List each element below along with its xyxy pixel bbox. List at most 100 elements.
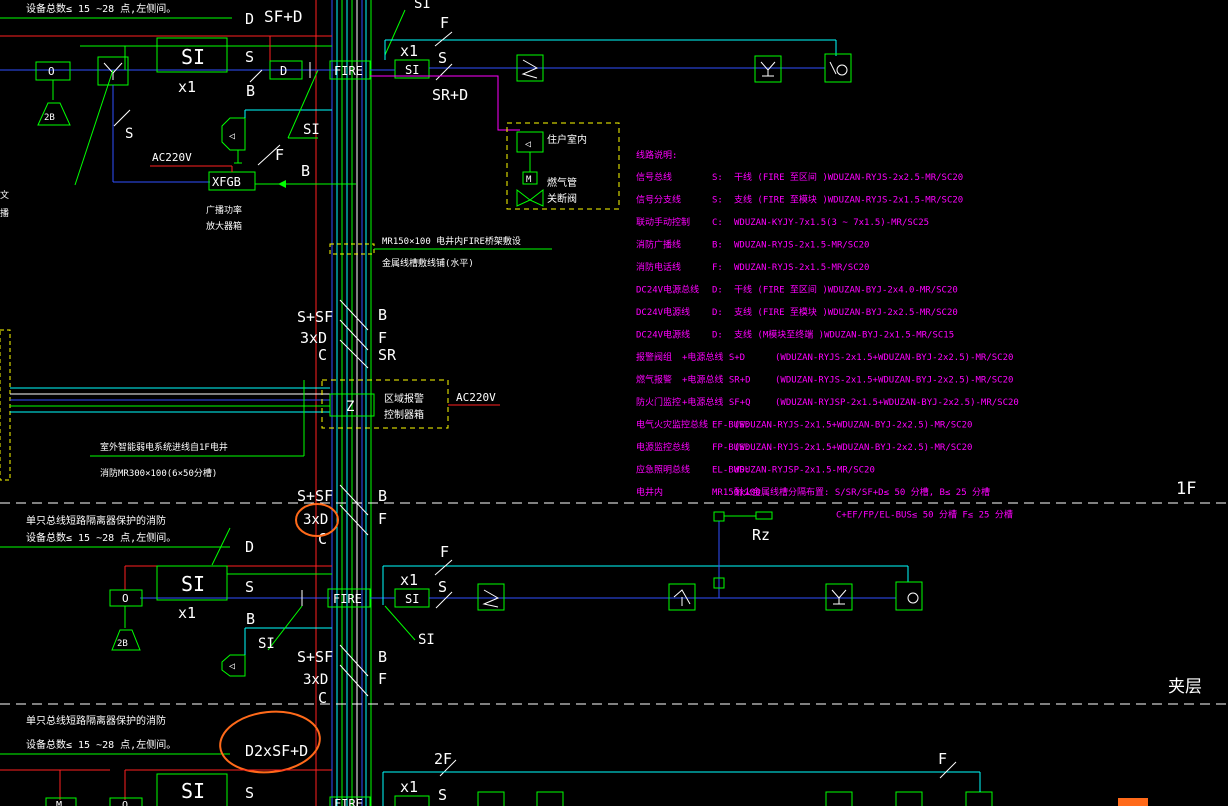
legend-row-code: S: xyxy=(712,173,723,183)
legend-row-desc: (WDUZAN-RYJS-2x1.5+WDUZAN-BYJ-2x2.5)-MR/… xyxy=(734,443,972,453)
legend-row-desc: WDUZAN-RYJS-2x1.5-MR/SC20 xyxy=(734,263,869,273)
legend-row: 消防电话线 F: WDUZAN-RYJS-2x1.5-MR/SC20 xyxy=(636,261,869,273)
svg-text:S: S xyxy=(125,126,133,142)
svg-text:住户室内: 住户室内 xyxy=(547,133,587,146)
legend-row: DC24V电源线 D: 支线 (M模块至终端 )WDUZAN-BYJ-2x1.5-M… xyxy=(636,329,954,341)
svg-text:Z: Z xyxy=(346,399,354,415)
svg-text:FIRE: FIRE xyxy=(334,797,363,806)
legend-row: 燃气报警+电源总线 SR+D(WDUZAN-RYJS-2x1.5+WDUZAN-… xyxy=(636,374,1013,386)
legend-row-name: 电气火灾监控总线 xyxy=(636,419,708,431)
svg-text:2F: 2F xyxy=(434,750,452,768)
svg-text:x1: x1 xyxy=(400,571,418,589)
svg-text:S+SF: S+SF xyxy=(297,308,333,326)
svg-text:F: F xyxy=(440,543,449,561)
svg-text:设备总数≤ 15 ~28 点,左侧间。: 设备总数≤ 15 ~28 点,左侧间。 xyxy=(26,738,176,751)
si-isolator-big xyxy=(156,37,228,73)
legend-row-desc: 干线 (FIRE 至区间 )WDUZAN-RYJS-2x2.5-MR/SC20 xyxy=(734,171,963,183)
legend-row: 报警阀组+电源总线 S+D(WDUZAN-RYJS-2x1.5+WDUZAN-B… xyxy=(636,351,1013,363)
svg-text:F: F xyxy=(275,146,284,164)
svg-text:SI: SI xyxy=(405,592,419,606)
legend-row-name: 信号分支线 xyxy=(636,194,681,206)
svg-text:单只总线短路隔离器保护的消防: 单只总线短路隔离器保护的消防 xyxy=(26,714,166,727)
svg-text:单只总线短路隔离器保护的消防: 单只总线短路隔离器保护的消防 xyxy=(26,514,166,527)
svg-text:D: D xyxy=(245,538,254,556)
legend-row-name: DC24V电源线 xyxy=(636,329,690,341)
svg-text:F: F xyxy=(378,510,387,528)
svg-text:C: C xyxy=(318,346,327,364)
legend-row-desc: WDUZAN-RYJSP-2x1.5-MR/SC20 xyxy=(734,466,875,476)
svg-text:F: F xyxy=(440,14,449,32)
legend-row-name: 消防电话线 xyxy=(636,261,681,273)
svg-text:SI: SI xyxy=(303,122,320,138)
legend-row-code: +电源总线 SF+Q xyxy=(682,396,751,408)
svg-text:室外智能弱电系统进线自1F电井: 室外智能弱电系统进线自1F电井 xyxy=(100,441,228,453)
svg-text:2B: 2B xyxy=(117,639,128,649)
svg-text:AC220V: AC220V xyxy=(456,391,496,404)
legend-row: 信号分支线 S: 支线 (FIRE 至模块 )WDUZAN-RYJS-2x1.5-M… xyxy=(636,194,963,206)
legend-row-desc: 耐火金属线槽分隔布置: S/SR/SF+D≤ 50 分槽, B≤ 25 分槽 xyxy=(734,486,990,498)
svg-text:消防MR300×100(6×50分槽): 消防MR300×100(6×50分槽) xyxy=(100,467,217,479)
legend-row-desc: 支线 (FIRE 至模块 )WDUZAN-RYJS-2x1.5-MR/SC20 xyxy=(734,194,963,206)
legend-row-desc: 支线 (M模块至终端 )WDUZAN-BYJ-2x1.5-MR/SC15 xyxy=(734,329,954,341)
svg-text:D: D xyxy=(245,10,254,28)
legend-row: 信号总线 S: 干线 (FIRE 至区间 )WDUZAN-RYJS-2x2.5-MR… xyxy=(636,171,963,183)
svg-text:◁: ◁ xyxy=(229,661,235,672)
floor-label-1f: 1F xyxy=(1176,479,1196,499)
svg-text:S: S xyxy=(438,786,447,804)
svg-text:x1: x1 xyxy=(178,604,196,622)
legend-row: 防火门监控+电源总线 SF+Q(WDUZAN-RYJSP-2x1.5+WDUZA… xyxy=(636,396,1019,408)
svg-text:◁: ◁ xyxy=(525,139,531,150)
svg-text:3xD: 3xD xyxy=(300,329,327,347)
svg-text:S: S xyxy=(245,48,254,66)
svg-text:x1: x1 xyxy=(178,78,196,96)
svg-text:O: O xyxy=(122,800,128,806)
legend-row-code: F: xyxy=(712,263,723,273)
svg-text:S+SF: S+SF xyxy=(297,648,333,666)
svg-text:C: C xyxy=(318,689,327,707)
legend-row-code: +电源总线 SR+D xyxy=(682,374,751,386)
legend-row-code: EF-BUS: xyxy=(712,421,750,431)
legend-row-code: FP-BUS: xyxy=(712,443,750,453)
highlight-d2xsfd xyxy=(219,710,321,774)
svg-text:S: S xyxy=(245,784,254,802)
svg-text:◁: ◁ xyxy=(229,131,235,142)
svg-text:x1: x1 xyxy=(400,778,418,796)
legend-row-code: EL-BUS: xyxy=(712,466,750,476)
svg-text:D2xSF+D: D2xSF+D xyxy=(245,742,308,760)
svg-text:3xD: 3xD xyxy=(303,672,328,688)
highlight-3xd xyxy=(295,503,339,537)
legend-title: 线路说明: xyxy=(636,149,677,161)
svg-text:O: O xyxy=(122,592,129,605)
gas-detector-symbol xyxy=(824,53,852,83)
legend-row-name: DC24V电源总线 xyxy=(636,284,699,296)
svg-text:播: 播 xyxy=(0,207,9,219)
svg-text:燃气管: 燃气管 xyxy=(547,176,577,189)
svg-text:SI: SI xyxy=(418,632,435,648)
svg-text:B: B xyxy=(378,306,387,324)
svg-text:控制器箱: 控制器箱 xyxy=(384,408,424,421)
legend-row-code: D: xyxy=(712,286,723,296)
legend-row-code: MR150x100 xyxy=(712,488,761,498)
legend-row-desc: C+EF/FP/EL-BUS≤ 50 分槽 F≤ 25 分槽 xyxy=(836,509,1013,521)
legend-row-desc: 支线 (FIRE 至模块 )WDUZAN-BYJ-2x2.5-MR/SC20 xyxy=(734,306,958,318)
legend-row-code: D: xyxy=(712,308,723,318)
vertical-bus-bundle xyxy=(315,0,372,806)
svg-text:FIRE: FIRE xyxy=(333,592,362,606)
svg-text:AC220V: AC220V xyxy=(152,151,192,164)
si-isolator-big-mezz xyxy=(156,773,228,806)
legend-row-code: C: xyxy=(712,218,723,228)
svg-text:XFGB: XFGB xyxy=(212,175,241,189)
svg-text:SI: SI xyxy=(405,63,419,77)
legend-row-code: +电源总线 S+D xyxy=(682,351,745,363)
svg-text:SI: SI xyxy=(181,45,205,69)
svg-text:M: M xyxy=(526,175,532,185)
legend-row-code: S: xyxy=(712,196,723,206)
svg-text:O: O xyxy=(48,65,55,78)
legend-row-code: D: xyxy=(712,331,723,341)
legend-row-name: 信号总线 xyxy=(636,171,672,183)
svg-text:SI: SI xyxy=(258,636,275,652)
cable-legend: 线路说明: 信号总线 S: 干线 (FIRE 至区间 )WDUZAN-RYJS-2x… xyxy=(636,149,1019,521)
